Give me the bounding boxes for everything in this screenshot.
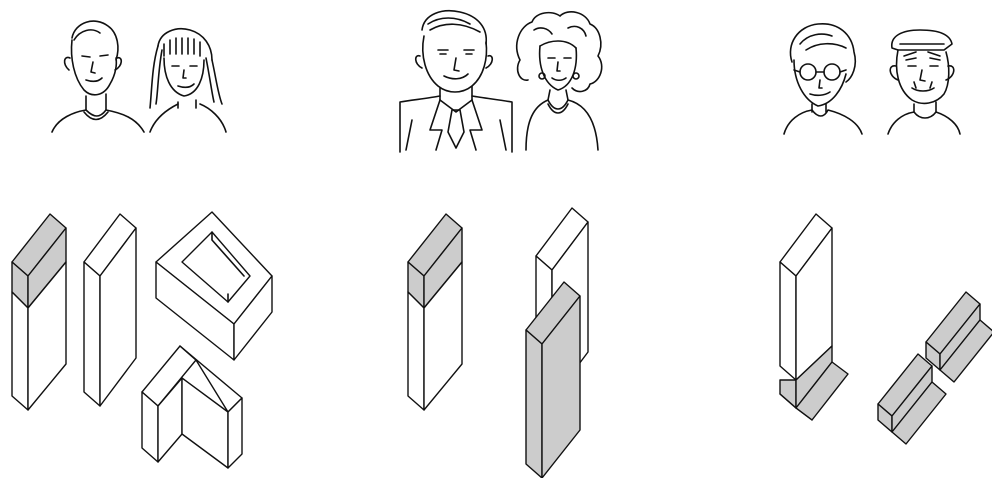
elderly-woman-portrait (784, 24, 862, 134)
young-man-portrait (52, 21, 144, 132)
tall-block-shaded-top-2 (408, 214, 462, 410)
tall-block-white (84, 214, 136, 406)
young-blocks (12, 212, 272, 468)
elderly-man-portrait (888, 30, 960, 134)
tall-block-shaded-front (526, 282, 580, 478)
middle-aged-blocks (408, 208, 588, 478)
businessman-portrait (400, 11, 512, 152)
step-block-lower (878, 354, 946, 444)
l-shaped-block (142, 346, 242, 468)
tall-block-shaded-base (780, 214, 848, 420)
elderly-blocks (780, 214, 992, 444)
tall-block-shaded-top (12, 214, 66, 410)
curly-haired-woman-portrait (517, 12, 602, 150)
step-block-upper (926, 292, 992, 382)
young-woman-portrait (150, 29, 226, 132)
hollow-ring-block (156, 212, 272, 360)
